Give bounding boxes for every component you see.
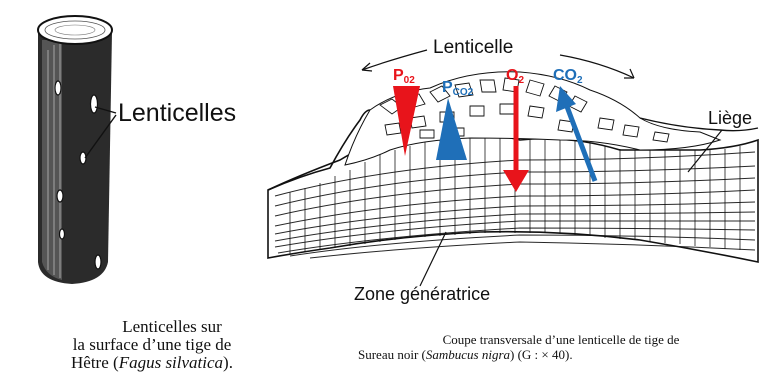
right-caption: Coupe transversale d’une lenticelle de t…: [352, 332, 752, 362]
lenticel-cross-section: [268, 72, 758, 262]
right-caption-line1: Coupe transversale d’une lenticelle de t…: [352, 332, 752, 347]
lenticelle-label: Lenticelle: [433, 37, 513, 58]
left-caption-line2: la surface d’une tige de: [22, 336, 282, 354]
right-caption-line2: Sureau noir (Sambucus nigra) (G : × 40).: [352, 347, 752, 362]
left-caption-line1: Lenticelles sur: [22, 318, 282, 336]
left-caption-line3: Hêtre (Fagus silvatica).: [22, 354, 282, 372]
o2-label: O2: [506, 67, 524, 86]
co2-label: CO2: [553, 67, 583, 86]
left-caption: Lenticelles sur la surface d’une tige de…: [22, 318, 282, 372]
zone-generatrice-label: Zone génératrice: [354, 284, 490, 304]
liege-label: Liège: [708, 108, 752, 128]
beech-stem-illustration: [38, 16, 116, 284]
lenticelles-label: Lenticelles: [118, 99, 236, 127]
po2-label: P02: [393, 67, 415, 86]
